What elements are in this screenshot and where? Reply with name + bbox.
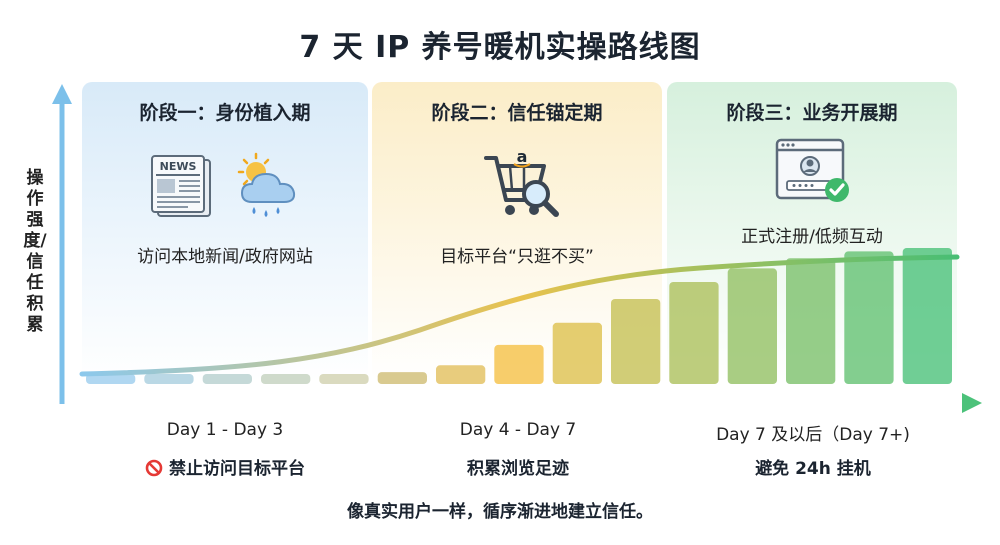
- page-title: 7 天 IP 养号暖机实操路线图: [299, 30, 701, 65]
- shopping-cart-magnifier-icon: a: [484, 150, 559, 217]
- y-axis: [52, 84, 72, 404]
- x-axis: [60, 393, 982, 413]
- stage-3-title: 阶段三：业务开展期: [726, 102, 898, 124]
- intensity-bar-1: [86, 374, 136, 384]
- footer-caption: 像真实用户一样，循序渐进地建立信任。: [347, 502, 653, 522]
- stage-2-description: 目标平台“只逛不买”: [440, 247, 594, 267]
- newspaper-icon: NEWS: [151, 155, 211, 217]
- intensity-bar-13: [786, 258, 836, 384]
- intensity-bar-14: [844, 251, 894, 384]
- stage-1-title: 阶段一：身份植入期: [139, 102, 311, 124]
- stage-1-note: 禁止访问目标平台: [75, 454, 375, 479]
- intensity-bar-10: [611, 299, 661, 384]
- stage-1-description: 访问本地新闻/政府网站: [137, 247, 313, 267]
- intensity-bar-11: [669, 282, 719, 384]
- intensity-bar-6: [377, 372, 427, 384]
- intensity-bar-2: [144, 374, 194, 384]
- stage-3-period: Day 7 及以后（Day 7+): [716, 425, 910, 445]
- stage-3-description: 正式注册/低频互动: [741, 227, 883, 247]
- intensity-bar-7: [436, 365, 486, 384]
- intensity-bar-8: [494, 344, 544, 384]
- stage-2-note: 积累浏览足迹: [467, 459, 569, 479]
- trust-curve: [79, 254, 960, 377]
- stage-1-panel: 阶段一：身份植入期 NEWS 访问本地新闻/政府网站: [82, 82, 368, 382]
- stage-2-title: 阶段二：信任锚定期: [431, 102, 603, 124]
- svg-text:NEWS: NEWS: [160, 160, 197, 173]
- intensity-bar-3: [202, 374, 252, 384]
- weather-icon: [237, 152, 296, 217]
- stage-3-note: 避免 24h 挂机: [755, 459, 871, 479]
- intensity-bar-15: [902, 248, 952, 384]
- intensity-bar-12: [727, 268, 777, 384]
- y-axis-label: 操作强度/信任积累: [23, 168, 47, 335]
- prohibited-icon: [145, 459, 163, 477]
- intensity-bar-5: [319, 374, 369, 384]
- stage-1-period: Day 1 - Day 3: [166, 420, 284, 440]
- stage-2-period: Day 4 - Day 7: [459, 420, 577, 440]
- intensity-bar-4: [261, 374, 311, 384]
- svg-text:a: a: [517, 150, 528, 166]
- intensity-bar-9: [552, 322, 602, 384]
- stage-1-note-text: 禁止访问目标平台: [169, 459, 305, 479]
- bar-group: [86, 248, 952, 384]
- account-verified-icon: [775, 138, 849, 202]
